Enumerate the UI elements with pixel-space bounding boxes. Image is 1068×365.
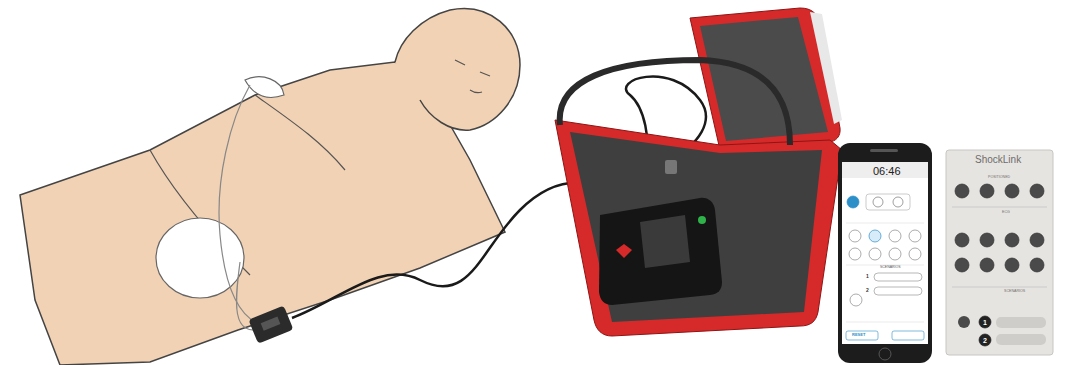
device-label: 1 — [866, 274, 869, 279]
device-label: SCENARIOS — [1004, 290, 1025, 294]
aed-strap — [560, 60, 790, 145]
icon-circle — [850, 294, 862, 306]
icon-circle — [1005, 233, 1019, 247]
phone-icons — [847, 196, 921, 306]
aed-screen — [640, 215, 690, 268]
electrode-pad — [156, 218, 244, 298]
pad-wire — [219, 85, 262, 325]
icon-circle — [980, 233, 994, 247]
reset-button — [846, 331, 878, 340]
icon-circle — [1005, 258, 1019, 272]
icon-circle — [893, 197, 903, 207]
icon-circle — [955, 233, 969, 247]
run-button — [892, 331, 924, 340]
shocklink-remote — [946, 150, 1053, 355]
icon-circle — [909, 230, 921, 242]
phone-header — [842, 162, 928, 178]
device-label: ShockLink — [975, 155, 1021, 165]
phone-screen — [842, 162, 928, 344]
icon-circle — [955, 258, 969, 272]
remote-icons — [955, 184, 1044, 346]
cable-connector — [248, 305, 293, 343]
device-label: 06:46 — [873, 166, 901, 177]
device-label: 2 — [866, 288, 869, 293]
icon-circle — [889, 248, 901, 260]
device-label: POSITIONED — [988, 176, 1010, 180]
status-light — [698, 216, 706, 224]
aed-case-base — [555, 120, 842, 336]
cable-port — [665, 160, 677, 174]
phone-home-button — [879, 348, 891, 360]
electrode-pad — [245, 77, 284, 98]
icon-circle — [955, 184, 969, 198]
icon-circle — [1030, 184, 1044, 198]
icon-circle — [980, 184, 994, 198]
aed-case-interior — [570, 132, 822, 322]
device-label: RESET — [852, 333, 865, 337]
icon-circle — [873, 197, 883, 207]
shock-button — [616, 244, 632, 258]
icon-circle — [847, 196, 859, 208]
device-label: 2 — [983, 337, 987, 344]
icon-circle — [1005, 184, 1019, 198]
icon-circle — [979, 316, 991, 328]
icon-circle — [1030, 233, 1044, 247]
icon-circle — [889, 230, 901, 242]
manikin-face — [455, 60, 490, 93]
smartphone — [838, 143, 932, 363]
icon-circle — [849, 230, 861, 242]
icon-circle — [849, 248, 861, 260]
device-label: ECG — [1002, 211, 1010, 215]
icon-circle — [980, 258, 994, 272]
phone-speaker — [870, 149, 898, 152]
icon-circle — [869, 230, 881, 242]
icon-circle — [1030, 258, 1044, 272]
device-label: SCENARIOS — [880, 266, 901, 270]
icon-circle — [979, 334, 991, 346]
aed-lid-hinge — [810, 12, 842, 124]
icon-circle — [909, 248, 921, 260]
device-label: 1 — [983, 319, 987, 326]
aed-trainer — [599, 198, 722, 305]
icon-circle — [869, 248, 881, 260]
manikin-head — [395, 9, 520, 131]
